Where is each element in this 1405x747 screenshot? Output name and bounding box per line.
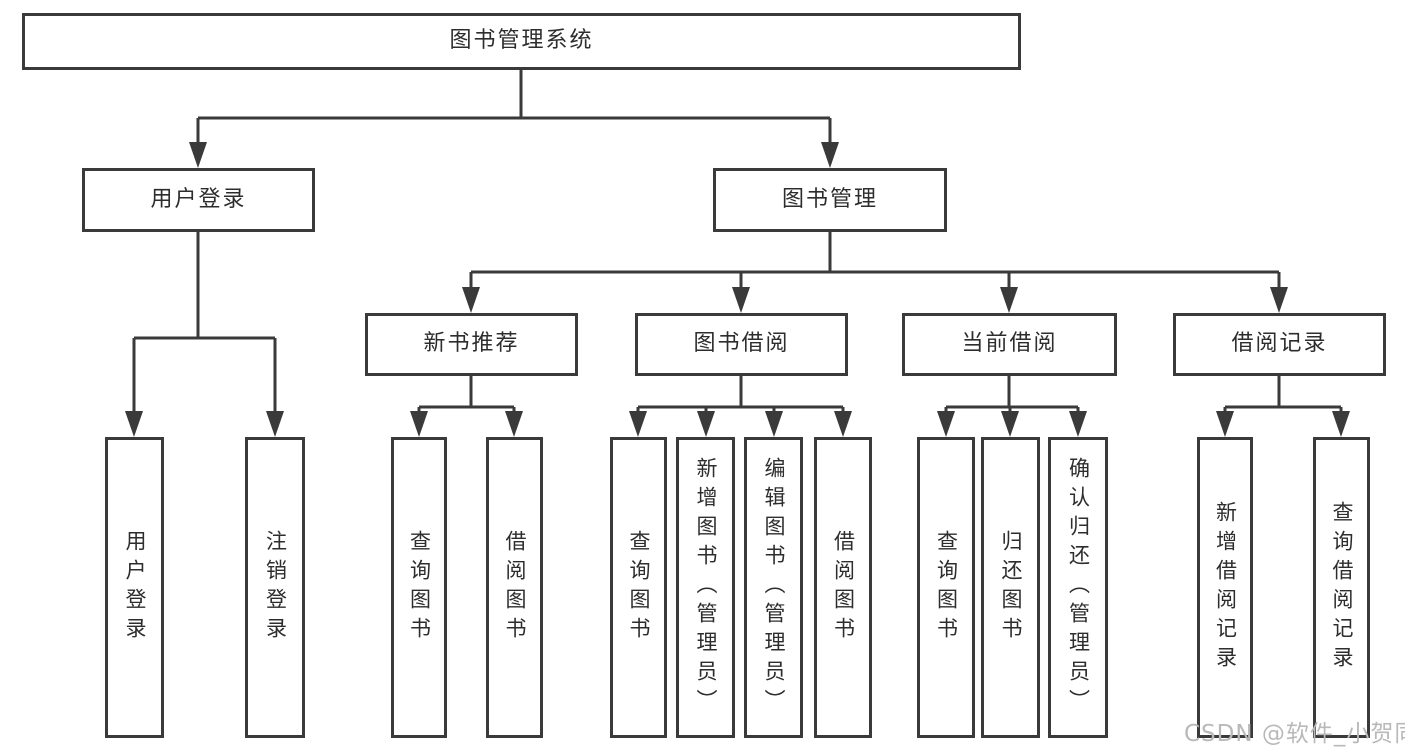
leaf-add-borrow-record: 新增借阅记录: [1197, 437, 1253, 738]
node-borrowing-records: 借阅记录: [1173, 313, 1386, 376]
leaf-return-books-label: 归还图书: [999, 529, 1023, 646]
leaf-add-borrow-record-label: 新增借阅记录: [1213, 500, 1238, 675]
node-borrowing-records-label: 借阅记录: [1231, 331, 1328, 357]
leaf-query-borrow-record-label: 查询借阅记录: [1330, 500, 1354, 675]
csdn-watermark: CSDN @软件_小贺同学: [1184, 721, 1405, 747]
node-book-borrowing: 图书借阅: [635, 313, 848, 376]
leaf-query-books-current-label: 查询图书: [934, 529, 959, 646]
leaf-user-login: 用户登录: [105, 437, 164, 738]
leaf-confirm-return-admin-label: 确认归还（管理员）: [1066, 457, 1091, 718]
leaf-edit-book-admin-label: 编辑图书（管理员）: [762, 457, 786, 718]
leaf-query-books-borrowing-label: 查询图书: [627, 529, 651, 646]
leaf-return-books: 归还图书: [981, 437, 1040, 738]
leaf-logout: 注销登录: [245, 437, 305, 738]
node-root-label: 图书管理系统: [449, 28, 594, 54]
leaf-add-book-admin: 新增图书（管理员）: [676, 437, 735, 738]
leaf-query-borrow-record: 查询借阅记录: [1313, 437, 1370, 738]
leaf-add-book-admin-label: 新增图书（管理员）: [694, 457, 718, 718]
node-book-management: 图书管理: [713, 168, 947, 232]
node-new-book-recommend-label: 新书推荐: [423, 331, 520, 357]
leaf-query-books-recommend: 查询图书: [391, 437, 447, 738]
node-current-borrowing-label: 当前借阅: [961, 331, 1058, 357]
leaf-user-login-label: 用户登录: [123, 529, 147, 646]
node-new-book-recommend: 新书推荐: [365, 313, 578, 376]
leaf-query-books-recommend-label: 查询图书: [407, 529, 432, 646]
leaf-borrow-books-borrowing-label: 借阅图书: [831, 529, 856, 646]
leaf-borrow-books-recommend-label: 借阅图书: [503, 529, 527, 646]
leaf-borrow-books-recommend: 借阅图书: [486, 437, 543, 738]
leaf-borrow-books-borrowing: 借阅图书: [814, 437, 872, 738]
node-book-management-label: 图书管理: [781, 186, 878, 212]
leaf-confirm-return-admin: 确认归还（管理员）: [1048, 437, 1108, 738]
leaf-edit-book-admin: 编辑图书（管理员）: [744, 437, 803, 738]
node-current-borrowing: 当前借阅: [902, 313, 1117, 376]
node-book-borrowing-label: 图书借阅: [693, 331, 790, 357]
node-user-login-label: 用户登录: [150, 186, 247, 212]
node-user-login: 用户登录: [82, 168, 315, 232]
node-root: 图书管理系统: [22, 13, 1021, 70]
leaf-query-books-borrowing: 查询图书: [610, 437, 667, 738]
leaf-logout-label: 注销登录: [263, 529, 288, 646]
leaf-query-books-current: 查询图书: [917, 437, 975, 738]
